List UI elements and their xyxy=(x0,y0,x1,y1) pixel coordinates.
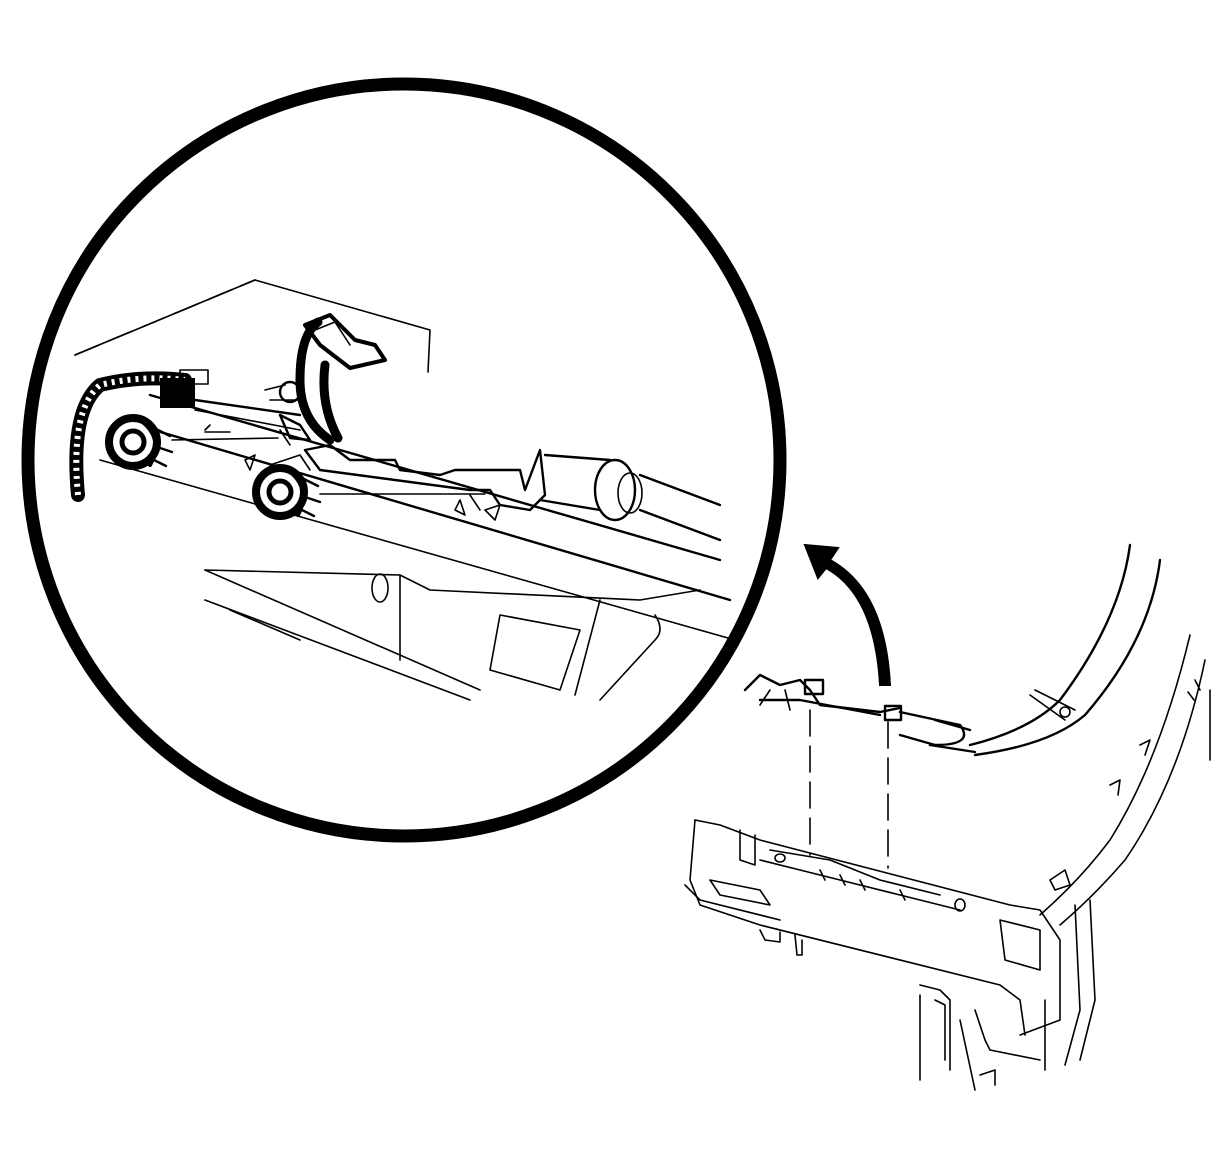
fastener-icon xyxy=(252,464,322,520)
fastener-icon xyxy=(105,414,174,470)
detail-view-border xyxy=(21,77,787,843)
airbag-module-small xyxy=(743,673,977,754)
fastener-1-leader xyxy=(171,437,279,441)
roof-panel-lines xyxy=(99,393,736,701)
bracket-tab xyxy=(244,454,256,471)
fastener-2 xyxy=(252,464,486,520)
bracket-tab xyxy=(454,499,466,516)
vehicle-overview xyxy=(684,543,1211,1091)
door-frame xyxy=(1039,634,1211,1071)
harness-connector xyxy=(160,378,195,408)
body-side-rail xyxy=(684,819,1061,1036)
curved-arrow-icon xyxy=(803,543,892,686)
lower-cabin-panel xyxy=(919,984,1041,1091)
harness-clip xyxy=(264,313,387,446)
bracket-tab xyxy=(484,504,501,521)
roof-rail xyxy=(968,543,1162,757)
wiring-harness xyxy=(69,369,302,502)
airbag-inflator xyxy=(538,453,722,542)
headliner-outline xyxy=(74,279,431,373)
alignment-lines xyxy=(809,709,889,869)
fastener-1 xyxy=(105,414,279,470)
mounting-bracket xyxy=(244,443,547,521)
detail-view xyxy=(21,77,787,843)
